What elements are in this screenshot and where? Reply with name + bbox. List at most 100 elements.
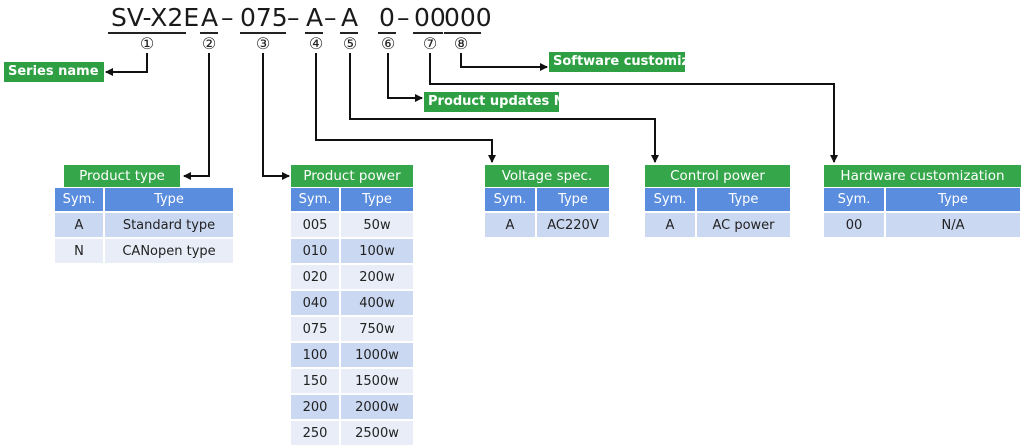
header-sym: Sym. [55, 188, 105, 213]
control-power-table: Sym. Type A AC power [645, 188, 792, 239]
connector-1 [105, 53, 148, 76]
cell-type: 50w [341, 213, 415, 239]
underline-1 [108, 32, 186, 34]
cell-sym: A [645, 213, 697, 239]
table-row: A Standard type [55, 213, 235, 239]
cell-type: 1000w [341, 343, 415, 369]
connector-2 [183, 53, 210, 180]
cell-sym: 00 [824, 213, 886, 239]
model-seg-7: 00 [414, 3, 446, 32]
model-dash-3: – [324, 3, 337, 32]
cell-sym: A [485, 213, 537, 239]
model-dash-1: – [221, 3, 234, 32]
underline-7 [413, 32, 443, 34]
model-seg-3: 075 [240, 3, 288, 32]
product-type-title: Product type [64, 165, 180, 187]
header-type: Type [537, 188, 611, 213]
cell-sym: 200 [291, 395, 341, 421]
control-power-title: Control power [645, 165, 790, 187]
product-updates-label: Product updates No [424, 92, 559, 112]
header-type: Type [886, 188, 1022, 213]
underline-6 [378, 32, 396, 34]
circled-number-7: ⑦ [422, 34, 438, 53]
header-sym: Sym. [824, 188, 886, 213]
header-type: Type [341, 188, 415, 213]
underline-3 [240, 32, 286, 34]
table-row: 00 N/A [824, 213, 1022, 239]
header-type: Type [105, 188, 235, 213]
model-seg-4: A [306, 3, 324, 32]
header-sym: Sym. [645, 188, 697, 213]
model-series: SV-X2E [111, 3, 200, 32]
table-row: A AC220V [485, 213, 611, 239]
header-sym: Sym. [291, 188, 341, 213]
cell-sym: 100 [291, 343, 341, 369]
connector-7 [429, 53, 838, 163]
table-row: N CANopen type [55, 239, 235, 265]
product-type-table: Sym. Type A Standard type N CANopen type [55, 188, 235, 265]
circled-number-6: ⑥ [380, 34, 396, 53]
cell-sym: 075 [291, 317, 341, 343]
cell-sym: 040 [291, 291, 341, 317]
cell-type: 200w [341, 265, 415, 291]
cell-type: AC220V [537, 213, 611, 239]
connector-8 [460, 53, 548, 71]
underline-2 [200, 32, 218, 34]
model-seg-6: 0 [379, 3, 395, 32]
cell-type: 400w [341, 291, 415, 317]
cell-sym: 150 [291, 369, 341, 395]
cell-type: CANopen type [105, 239, 235, 265]
header-sym: Sym. [485, 188, 537, 213]
circled-number-2: ② [201, 34, 217, 53]
cell-type: Standard type [105, 213, 235, 239]
connector-6 [387, 53, 423, 102]
circled-number-8: ⑧ [453, 34, 469, 53]
cell-type: AC power [697, 213, 792, 239]
circled-number-4: ④ [308, 34, 324, 53]
cell-type: 1500w [341, 369, 415, 395]
cell-sym: 010 [291, 239, 341, 265]
circled-number-3: ③ [255, 34, 271, 53]
header-type: Type [697, 188, 792, 213]
cell-sym: 005 [291, 213, 341, 239]
hardware-customization-title: Hardware customization [824, 165, 1021, 187]
model-seg-5: A [341, 3, 359, 32]
cell-type: 750w [341, 317, 415, 343]
cell-type: N/A [886, 213, 1022, 239]
cell-type: 100w [341, 239, 415, 265]
series-name-label: Series name [4, 62, 104, 82]
software-customization-label: Software customizati [549, 52, 685, 72]
cell-sym: 020 [291, 265, 341, 291]
model-seg-2: A [201, 3, 219, 32]
voltage-spec-table: Sym. Type A AC220V [485, 188, 611, 239]
table-row: A AC power [645, 213, 792, 239]
model-dash-4: – [397, 3, 410, 32]
underline-4 [305, 32, 323, 34]
connector-5 [349, 53, 659, 163]
underline-8 [444, 32, 481, 34]
underline-5 [340, 32, 358, 34]
cell-sym: N [55, 239, 105, 265]
connector-4 [315, 53, 496, 163]
voltage-spec-title: Voltage spec. [485, 165, 609, 187]
cell-type: 2000w [341, 395, 415, 421]
cell-sym: 250 [291, 421, 341, 447]
model-dash-2: – [287, 3, 300, 32]
product-power-title: Product power [291, 165, 413, 187]
circled-number-1: ① [139, 34, 155, 53]
connector-3 [262, 53, 290, 180]
circled-number-5: ⑤ [342, 34, 358, 53]
model-seg-8: 000 [444, 3, 492, 32]
hardware-customization-table: Sym. Type 00 N/A [824, 188, 1022, 239]
